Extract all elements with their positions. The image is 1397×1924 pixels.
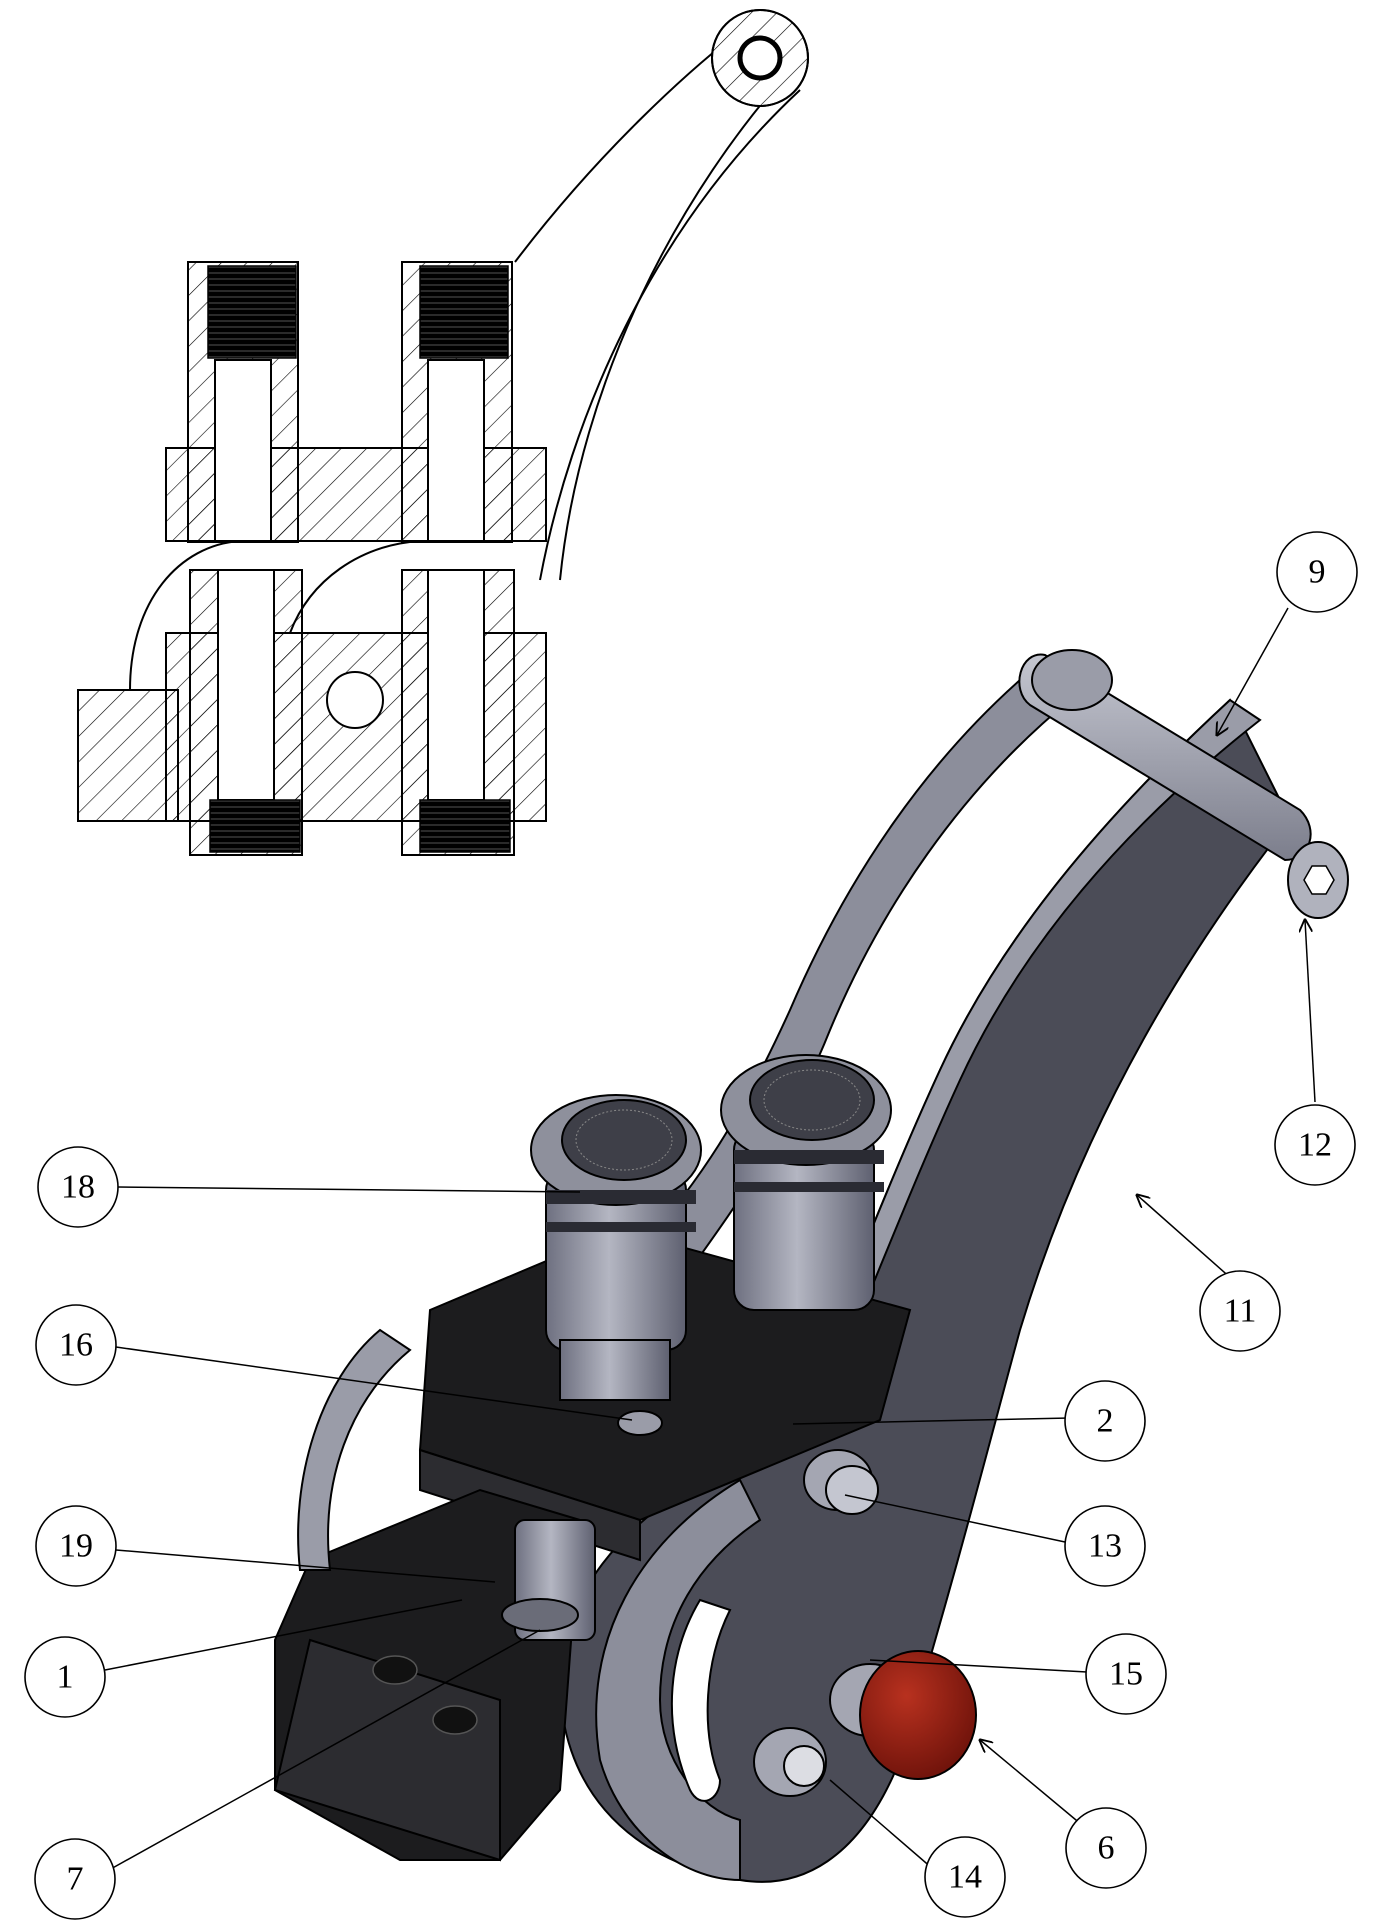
- leader-lines: [104, 607, 1316, 1876]
- balloon-7-label: 7: [67, 1861, 84, 1898]
- balloon-11: 11: [1199, 1270, 1281, 1352]
- balloon-18-label: 18: [61, 1169, 95, 1206]
- leader-13: [844, 1494, 1066, 1543]
- balloon-1: 1: [24, 1636, 106, 1718]
- part-slot-plate: [595, 1478, 762, 1882]
- balloon-12-label: 12: [1298, 1127, 1332, 1164]
- balloon-6: 6: [1065, 1807, 1147, 1889]
- leader-15: [869, 1659, 1088, 1673]
- balloon-13: 13: [1064, 1505, 1146, 1587]
- section-top-fitting-right: [401, 261, 513, 543]
- balloon-7: 7: [34, 1838, 116, 1920]
- part-18-fitting-right: [720, 1054, 892, 1311]
- leader-6: [980, 1740, 1083, 1826]
- balloon-16-label: 16: [59, 1327, 93, 1364]
- section-bottom-fitting-right: [401, 569, 515, 856]
- section-handle-arm: [514, 34, 736, 263]
- balloon-16: 16: [35, 1304, 117, 1386]
- balloon-18: 18: [37, 1146, 119, 1228]
- balloon-1-label: 1: [57, 1659, 74, 1696]
- leader-12: [1305, 920, 1316, 1103]
- balloon-6-label: 6: [1098, 1830, 1115, 1867]
- part-6-red-knob: [859, 1650, 977, 1780]
- leader-18: [117, 1186, 581, 1193]
- leader-1: [104, 1599, 463, 1671]
- section-pivot-hole: [737, 35, 783, 81]
- part-16-screw: [617, 1410, 663, 1436]
- balloon-15-label: 15: [1109, 1656, 1143, 1693]
- leader-7: [108, 1629, 541, 1871]
- balloon-14-label: 14: [948, 1859, 982, 1896]
- part-side-plate: [297, 1328, 412, 1571]
- isometric-assembly: [273, 649, 1349, 1883]
- balloon-13-label: 13: [1088, 1528, 1122, 1565]
- balloon-12: 12: [1274, 1104, 1356, 1186]
- balloon-9-label: 9: [1309, 554, 1326, 591]
- balloon-19-label: 19: [59, 1528, 93, 1565]
- balloon-15: 15: [1085, 1633, 1167, 1715]
- section-top-fitting-left: [187, 261, 299, 543]
- part-18-fitting-left: [530, 1094, 702, 1401]
- leader-11: [1137, 1195, 1234, 1281]
- balloon-2-label: 2: [1097, 1403, 1114, 1440]
- balloon-19: 19: [35, 1505, 117, 1587]
- balloon-9: 9: [1276, 531, 1358, 613]
- leader-19: [115, 1549, 496, 1583]
- balloon-11-label: 11: [1224, 1293, 1257, 1330]
- balloon-14: 14: [924, 1836, 1006, 1918]
- leader-2: [792, 1417, 1071, 1425]
- leader-9: [1217, 607, 1289, 735]
- section-bottom-fitting-left: [189, 569, 303, 856]
- leader-14: [829, 1779, 941, 1876]
- leader-16: [115, 1346, 633, 1421]
- section-view: [77, 9, 809, 856]
- balloons: 9 12 18 11 16 2 19 13 15 1 7 6 14: [24, 531, 1358, 1920]
- balloon-2: 2: [1064, 1380, 1146, 1462]
- section-cross-hole: [326, 671, 384, 729]
